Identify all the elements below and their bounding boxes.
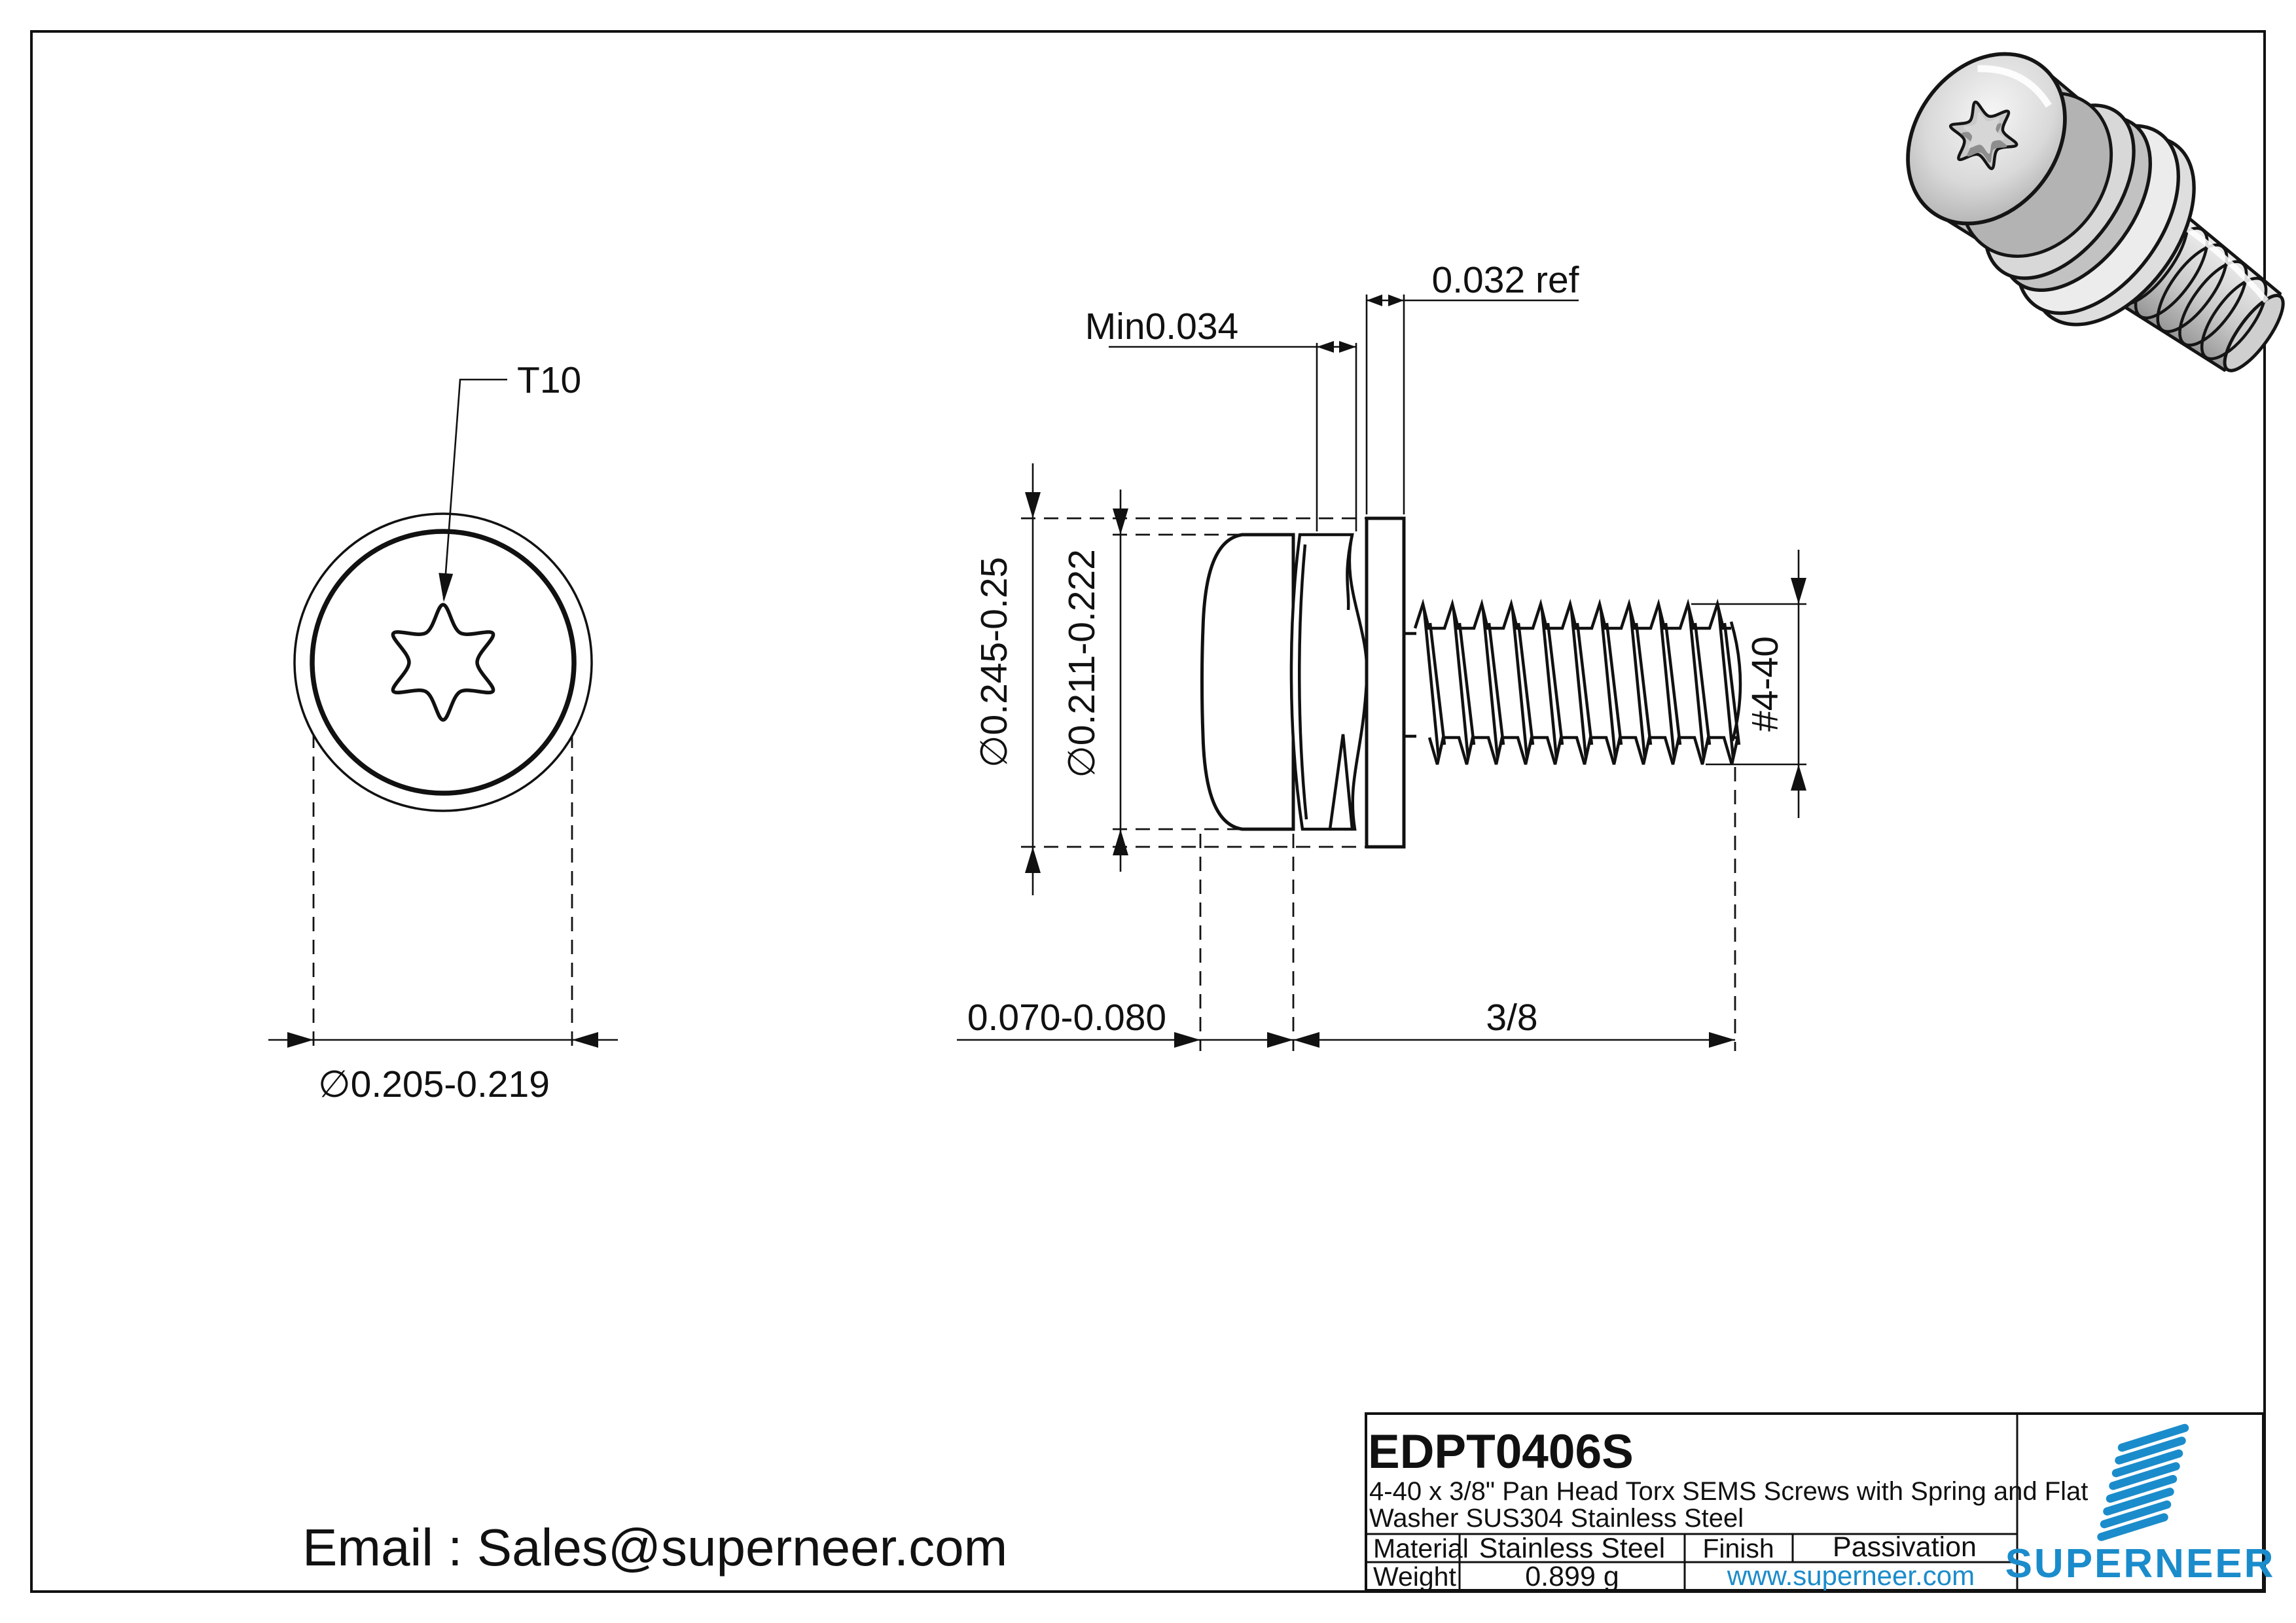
logo-stripe <box>2103 1488 2174 1516</box>
front-view: T10 ∅0.205-0.219 <box>268 359 618 1105</box>
finish-value: Passivation <box>1833 1531 1977 1563</box>
head-od-dim-text: ∅0.211-0.222 <box>1061 549 1103 778</box>
spring-washer-detail <box>1297 534 1354 830</box>
torx-size-label: T10 <box>517 359 581 401</box>
thread-end-cap <box>1729 621 1742 741</box>
thread-ring <box>2178 260 2248 347</box>
torx-recess-outline <box>391 603 495 722</box>
arrowhead <box>1339 341 1356 353</box>
arrowhead <box>1113 829 1128 855</box>
head-highlight <box>1977 65 2052 108</box>
thread-ring <box>2200 276 2268 361</box>
arrowhead <box>572 1032 598 1048</box>
screw-tip <box>2223 294 2285 372</box>
arrowhead <box>1025 847 1041 873</box>
part-number: EDPT0406S <box>1368 1425 1634 1478</box>
logo-stripe <box>2109 1462 2180 1490</box>
leader-line <box>442 378 507 600</box>
arrowhead <box>1388 294 1404 306</box>
head-height-dim-text: 0.070-0.080 <box>967 997 1166 1039</box>
arrowhead <box>1709 1032 1735 1048</box>
side-view: Min0.034 0.032 ref ∅0.245-0.25 ∅0.211-0.… <box>957 259 1806 1051</box>
page-border <box>30 30 2266 1593</box>
logo-stripe <box>2097 1513 2168 1541</box>
thread-size-dim-text: #4-40 <box>1744 636 1786 732</box>
screw-3d-render <box>1906 52 2285 372</box>
thread-ring <box>2134 226 2209 320</box>
thread-profile <box>1413 598 1741 765</box>
brand-name: SUPERNEER <box>2005 1541 2276 1586</box>
pan-head-profile <box>1200 533 1295 831</box>
email-text: Email : Sales@superneer.com <box>302 1518 1007 1577</box>
thread-length-dim-text: 3/8 <box>1486 997 1537 1039</box>
arrowhead <box>1317 341 1334 353</box>
title-block-border <box>1365 1412 2265 1592</box>
logo-stripe <box>2117 1423 2189 1452</box>
flat-washer-dim-text: 0.032 ref <box>1432 259 1579 301</box>
weight-label: Weight <box>1373 1561 1456 1592</box>
weight-value: 0.899 g <box>1525 1561 1619 1592</box>
logo-stripe <box>2111 1449 2183 1478</box>
arrowhead <box>1113 508 1128 535</box>
logo-stripe <box>2115 1436 2186 1465</box>
flat-washer-profile <box>1365 516 1406 849</box>
torx-recess-3d-glint <box>1963 112 2005 154</box>
material-label: Material <box>1373 1533 1469 1563</box>
spring-washer-dim-text: Min0.034 <box>1085 306 1239 348</box>
finish-label: Finish <box>1702 1533 1774 1563</box>
arrowhead <box>287 1032 314 1048</box>
website-link[interactable]: www.superneer.com <box>1727 1560 1975 1591</box>
arrowhead <box>1293 1032 1319 1048</box>
superneer-logo-icon <box>2097 1423 2189 1541</box>
logo-stripe <box>2100 1500 2172 1529</box>
arrowhead <box>439 573 454 602</box>
thread-ring <box>2156 243 2229 333</box>
head-diameter-dim: ∅0.205-0.219 <box>318 1063 550 1105</box>
description-line2: Washer SUS304 Stainless Steel <box>1369 1504 1744 1533</box>
dimension-arrows <box>287 294 1806 1048</box>
material-value: Stainless Steel <box>1479 1533 1665 1564</box>
arrowhead <box>1791 578 1806 604</box>
arrowhead <box>1791 764 1806 791</box>
arrowhead <box>1367 294 1382 306</box>
description-line1: 4-40 x 3/8" Pan Head Torx SEMS Screws wi… <box>1369 1477 2088 1506</box>
logo-stripe <box>2106 1474 2178 1503</box>
title-block: EDPT0406S 4-40 x 3/8" Pan Head Torx SEMS… <box>1365 1412 2276 1592</box>
arrowhead <box>1267 1032 1293 1048</box>
arrowhead <box>1174 1032 1200 1048</box>
washer-od-dim-text: ∅0.245-0.25 <box>973 557 1015 768</box>
arrowhead <box>1025 492 1041 518</box>
